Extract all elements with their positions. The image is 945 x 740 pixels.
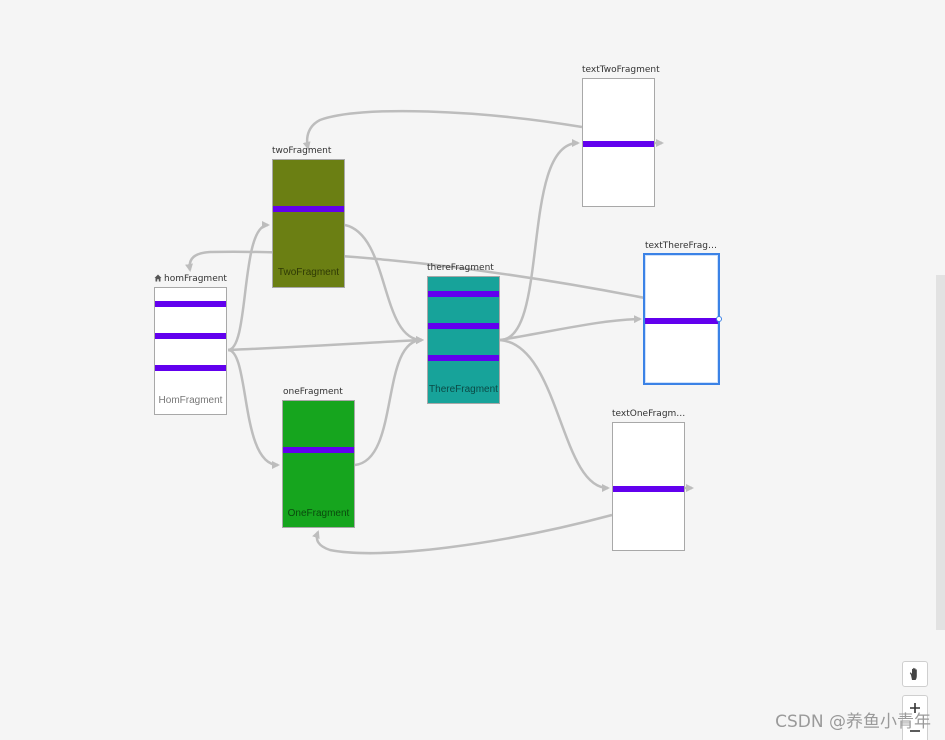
there-fragment-title: thereFragment xyxy=(427,263,494,273)
plus-icon xyxy=(910,703,920,713)
action-button-bar xyxy=(155,333,226,339)
one-fragment-node[interactable]: OneFragment xyxy=(282,400,355,528)
text-two-fragment-title: textTwoFragment xyxy=(582,65,660,75)
action-two-to-there xyxy=(344,223,424,344)
action-button-bar xyxy=(273,206,344,212)
hand-icon xyxy=(909,667,917,680)
one-fragment-title: oneFragment xyxy=(283,387,343,397)
there-fragment-label: ThereFragment xyxy=(429,384,498,395)
action-button-bar xyxy=(428,291,499,297)
watermark: CSDN @养鱼小青年 xyxy=(775,712,931,732)
text-there-fragment-node[interactable] xyxy=(643,253,720,385)
action-hom-to-one xyxy=(227,348,280,469)
action-there-to-texttwo xyxy=(499,139,580,342)
minus-icon xyxy=(910,730,920,732)
text-one-fragment-title: textOneFragm… xyxy=(612,409,686,419)
one-fragment-label: OneFragment xyxy=(287,508,350,519)
text-two-fragment-node[interactable] xyxy=(582,78,655,207)
pan-button[interactable] xyxy=(902,661,928,687)
text-there-fragment-title: textThereFrag… xyxy=(645,241,717,251)
action-hom-to-there xyxy=(227,336,424,352)
hom-fragment-node[interactable]: HomFragment xyxy=(154,287,227,415)
two-fragment-label: TwoFragment xyxy=(277,267,340,278)
there-fragment-node[interactable]: ThereFragment xyxy=(427,276,500,404)
vertical-scrollbar[interactable] xyxy=(936,275,945,630)
action-button-bar xyxy=(155,301,226,307)
hom-fragment-label: HomFragment xyxy=(158,395,223,406)
hom-fragment-title: homFragment xyxy=(154,274,227,284)
zoom-controls xyxy=(902,695,928,740)
action-button-bar xyxy=(428,355,499,361)
text-one-fragment-node[interactable] xyxy=(612,422,685,551)
action-there-to-textone xyxy=(499,338,610,492)
action-button-bar xyxy=(645,318,718,324)
zoom-in-button[interactable] xyxy=(903,698,927,718)
action-textone-to-one xyxy=(312,513,613,555)
action-hom-to-two xyxy=(227,221,270,352)
action-button-bar xyxy=(283,447,354,453)
action-button-bar xyxy=(613,486,684,492)
action-drag-handle[interactable] xyxy=(716,316,722,322)
two-fragment-title: twoFragment xyxy=(272,146,332,156)
action-one-to-there xyxy=(354,336,424,467)
action-textthere-to-hom xyxy=(185,250,646,300)
zoom-out-button[interactable] xyxy=(903,722,927,740)
action-button-bar xyxy=(155,365,226,371)
two-fragment-node[interactable]: TwoFragment xyxy=(272,159,345,288)
action-there-to-textthere xyxy=(499,315,642,342)
home-icon xyxy=(154,274,162,282)
action-button-bar xyxy=(428,323,499,329)
action-button-bar xyxy=(583,141,654,147)
action-texttwo-to-two xyxy=(302,109,583,150)
